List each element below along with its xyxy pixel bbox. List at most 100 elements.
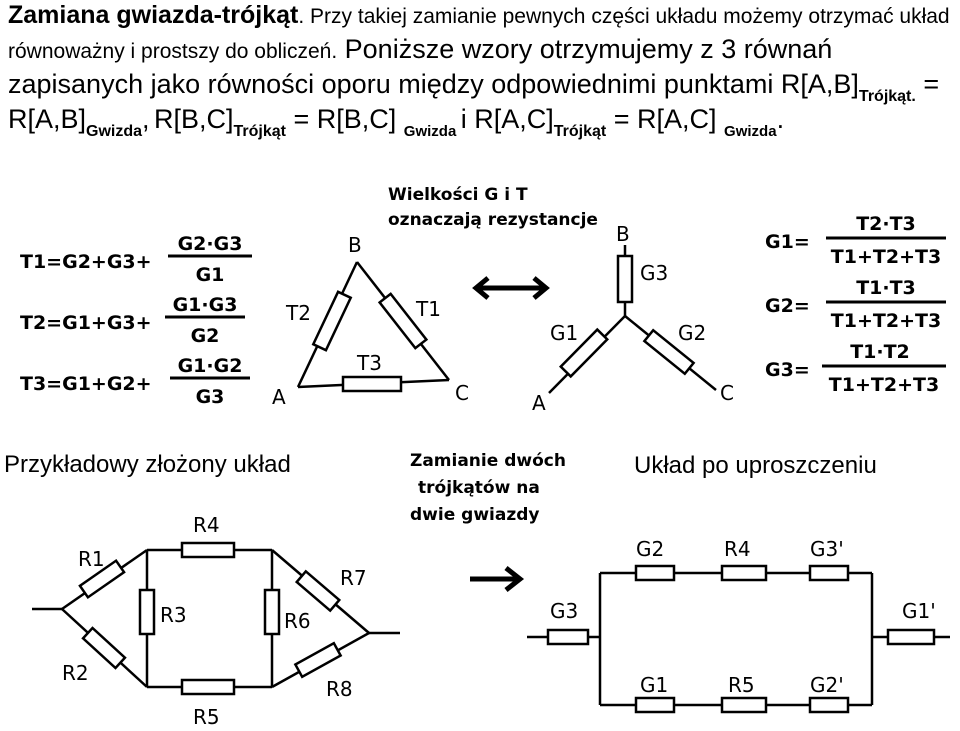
resistor-r2 (81, 626, 127, 670)
example-label-r6: R6 (284, 609, 311, 633)
sub-trojkat-dot: Trójkąt. (858, 88, 916, 105)
formula-g3-lhs: G3= (765, 359, 810, 381)
example-label-r3: R3 (160, 603, 187, 627)
formula-t1-num: G2·G3 (178, 233, 243, 255)
rab-term: R[A,B] (780, 69, 859, 99)
resistor-r3 (138, 588, 156, 636)
formula-t3-den: G3 (196, 386, 225, 408)
resistor-r7 (294, 569, 342, 613)
wye-node-a: A (532, 391, 546, 415)
comma: , (142, 104, 150, 134)
resistor-t2 (311, 290, 353, 352)
resistor-g3p-simplified (808, 564, 850, 582)
note-gt-line2: oznaczają rezystancje (388, 210, 598, 230)
example-label-r4: R4 (193, 513, 220, 537)
double-arrow (472, 276, 550, 300)
intro-title: Zamiana gwiazda-trójkąt (8, 1, 299, 29)
rab-term-2: R[A,B] (8, 104, 87, 134)
formula-g1-num: T2·T3 (856, 213, 916, 235)
formula-g2-lhs: G2= (765, 295, 810, 317)
formula-g3-den: T1+T2+T3 (829, 374, 939, 396)
simplified-label-g1p: G1' (902, 599, 936, 623)
formula-g1-lhs: G1= (765, 231, 810, 253)
simplified-label-r4: R4 (724, 537, 751, 561)
resistor-r5-simplified (720, 696, 768, 714)
example-label-r5: R5 (193, 705, 220, 729)
resistor-g1p-simplified (886, 628, 936, 646)
intro-small-text: . Przy takiej zamianie pewnych części uk… (8, 5, 950, 63)
delta-node-b: B (348, 233, 362, 257)
resistor-r8 (293, 641, 343, 679)
example-label-r1: R1 (78, 547, 105, 571)
wye-label-g2: G2 (678, 321, 706, 345)
eq-3: = (606, 104, 638, 134)
delta-node-c: C (455, 381, 469, 405)
simplified-caption: Układ po uproszczeniu (634, 452, 877, 479)
rac-term: R[A,C] (474, 104, 554, 134)
eq-2: = (286, 104, 317, 134)
resistor-r5 (180, 678, 236, 696)
example-circuit (32, 541, 400, 696)
simplified-circuit (527, 564, 950, 714)
resistor-g1 (558, 327, 610, 379)
resistor-g1-simplified (634, 696, 676, 714)
intro-paragraph: Zamiana gwiazda-trójkąt. Przy takiej zam… (8, 0, 953, 140)
wye-label-g3: G3 (640, 261, 668, 285)
example-label-r2: R2 (62, 661, 89, 685)
resistor-g2p-simplified (808, 696, 850, 714)
simplified-label-g3p: G3' (810, 537, 844, 561)
formula-t2-lhs: T2=G1+G3+ (20, 312, 152, 334)
eq-1: = (915, 69, 940, 99)
transform-note-line2: trójkątów na (418, 478, 540, 498)
simplified-label-g2: G2 (636, 537, 664, 561)
resistor-g3-simplified (546, 628, 590, 646)
simplified-label-r5: R5 (728, 673, 755, 697)
conj: i (460, 104, 475, 134)
period: . (776, 104, 785, 134)
resistor-r4 (180, 541, 236, 559)
delta-node-a: A (272, 385, 286, 409)
resistor-g2-simplified (634, 564, 676, 582)
wye-network (548, 245, 717, 394)
delta-label-t3: T3 (356, 351, 382, 375)
formula-t3-lhs: T3=G1+G2+ (20, 373, 152, 395)
formula-g2-num: T1·T3 (856, 277, 916, 299)
transform-note-line1: Zamianie dwóch (410, 451, 566, 471)
formula-t1-lhs: T1=G2+G3+ (20, 251, 152, 273)
simplified-label-g1: G1 (640, 673, 668, 697)
sub-gwizda-3: Gwizda (724, 123, 777, 140)
wye-label-g1: G1 (550, 321, 578, 345)
transform-note-line3: dwie gwiazdy (410, 505, 539, 525)
formulas-t: T1=G2+G3+ G2·G3 G1 T2=G1+G3+ G1·G3 G2 T3… (20, 233, 252, 408)
resistor-r1 (78, 558, 126, 600)
intro-big-text: Poniższe wzory otrzymujemy z 3 równań za… (8, 34, 833, 99)
formula-g1-den: T1+T2+T3 (831, 246, 941, 268)
formulas-g: G1= T2·T3 T1+T2+T3 G2= T1·T3 T1+T2+T3 G3… (765, 213, 946, 396)
simplified-label-g3: G3 (550, 599, 578, 623)
resistor-t3 (341, 375, 403, 393)
rbc-term: R[B,C] (154, 104, 234, 134)
sub-gwizda-1: Gwizda (86, 123, 143, 140)
wye-node-c: C (720, 381, 734, 405)
delta-label-t2: T2 (285, 301, 311, 325)
formula-t2-num: G1·G3 (173, 294, 238, 316)
formula-g3-num: T1·T2 (850, 341, 910, 363)
wye-node-b: B (616, 222, 630, 246)
resistor-r6 (263, 588, 281, 636)
delta-network (296, 261, 450, 393)
formula-t3-num: G1·G2 (178, 355, 243, 377)
example-label-r8: R8 (326, 677, 353, 701)
resistor-g3 (616, 254, 634, 304)
transform-arrow (470, 566, 525, 592)
example-caption: Przykładowy złożony układ (4, 451, 291, 478)
resistor-t1 (377, 292, 429, 350)
formula-g2-den: T1+T2+T3 (831, 310, 941, 332)
sub-trojkat-1: Trójkąt (233, 123, 286, 140)
resistor-r4-simplified (720, 564, 768, 582)
example-label-r7: R7 (340, 566, 367, 590)
rbc-term-2: R[B,C] (316, 104, 404, 134)
delta-label-t1: T1 (415, 297, 441, 321)
formula-t1-den: G1 (196, 264, 225, 286)
formula-t2-den: G2 (191, 325, 220, 347)
